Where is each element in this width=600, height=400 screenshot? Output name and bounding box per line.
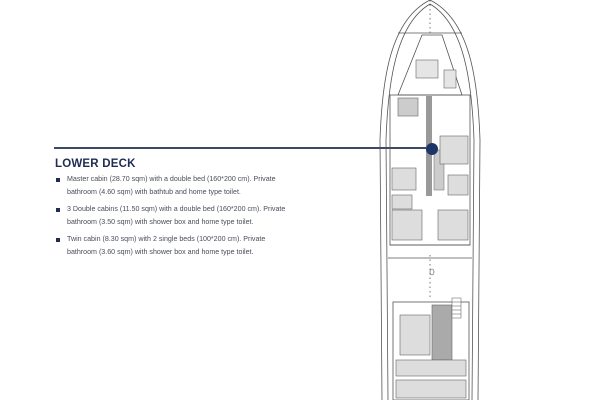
list-item: 3 Double cabins (11.50 sqm) with a doubl… bbox=[55, 203, 295, 229]
square-bullet-icon bbox=[56, 178, 60, 182]
location-marker-dot bbox=[426, 143, 438, 155]
section-title: LOWER DECK bbox=[55, 158, 136, 170]
list-item: Twin cabin (8.30 sqm) with 2 single beds… bbox=[55, 233, 295, 259]
feature-list: Master cabin (28.70 sqm) with a double b… bbox=[55, 173, 295, 259]
deck-plan-drawing bbox=[379, 0, 481, 400]
list-item: Master cabin (28.70 sqm) with a double b… bbox=[55, 173, 295, 199]
leader-line bbox=[54, 147, 432, 149]
lower-deck-description: LOWER DECK Master cabin (28.70 sqm) with… bbox=[55, 158, 295, 263]
square-bullet-icon bbox=[56, 208, 60, 212]
square-bullet-icon bbox=[56, 238, 60, 242]
